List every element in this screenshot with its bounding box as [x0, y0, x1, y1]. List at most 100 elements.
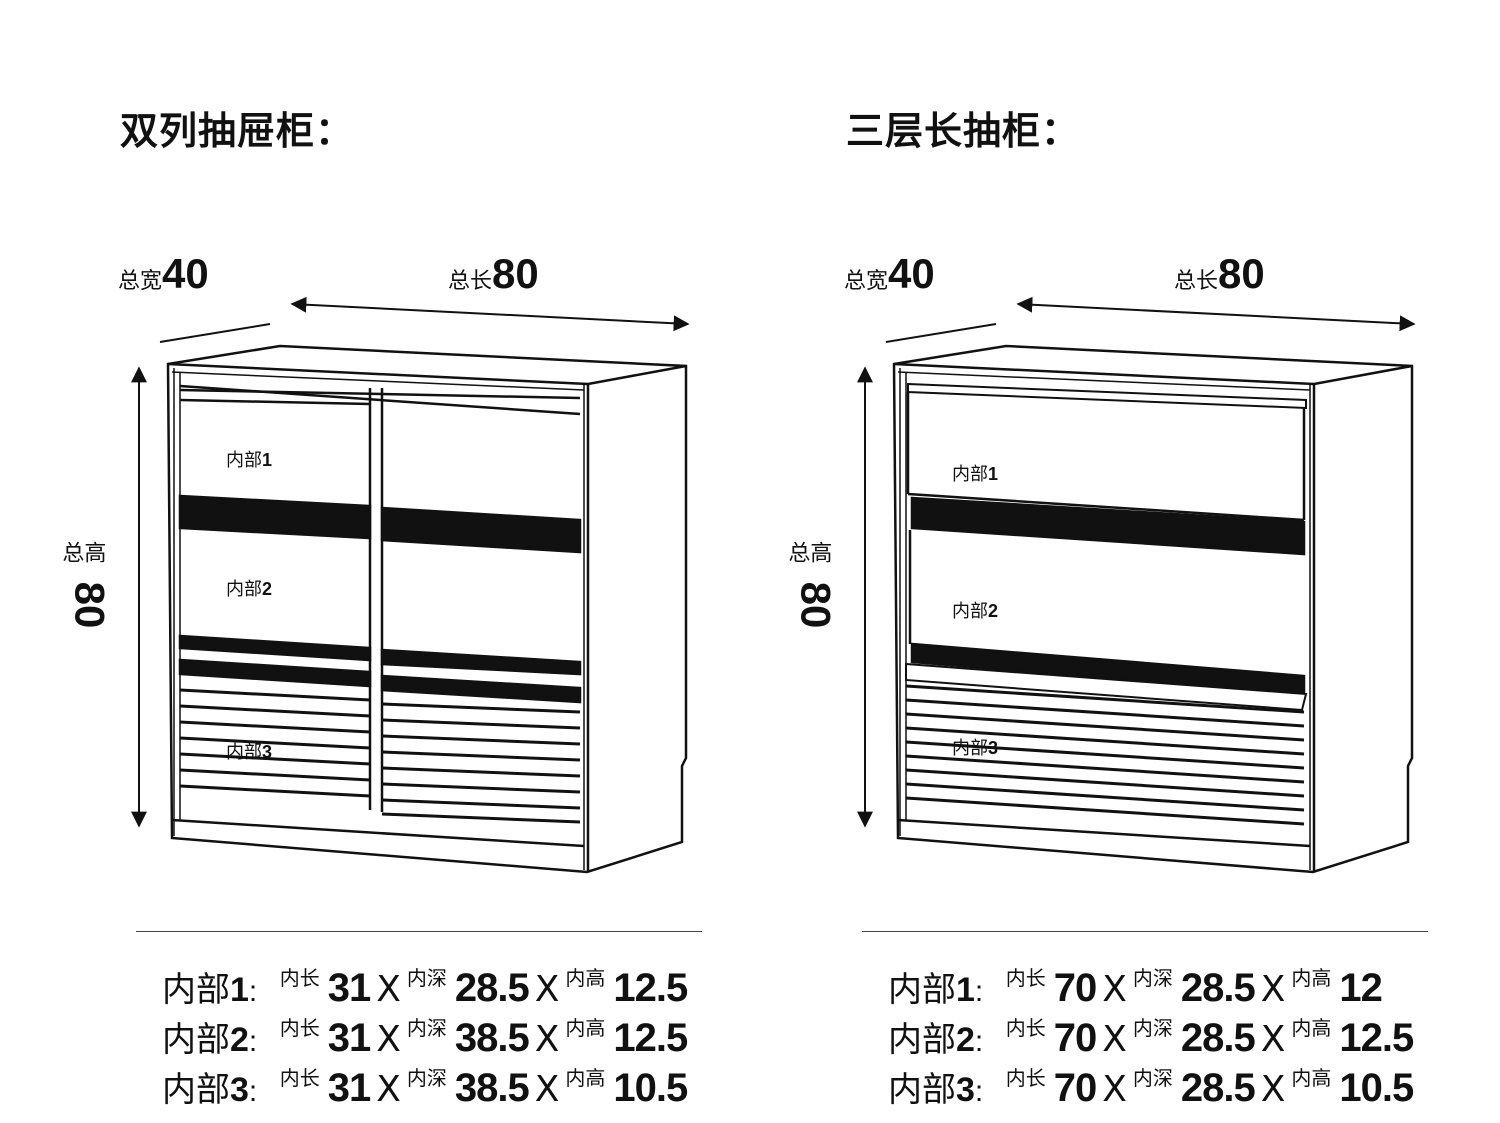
spec-length-value: 70	[1053, 1016, 1097, 1060]
spec-times-sign: X	[1102, 1019, 1127, 1060]
spec-depth-value: 28.5	[1180, 1066, 1256, 1110]
spec-length-label: 内长	[1005, 966, 1046, 990]
left-length-arrow	[290, 296, 690, 332]
spec-height-label: 内高	[1291, 1066, 1332, 1090]
spec-height-label: 内高	[1291, 966, 1332, 990]
left-width-label: 总宽	[118, 269, 163, 294]
right-drawer-label-2-num: 2	[988, 601, 999, 621]
spec-name-text: 内部	[162, 970, 230, 1010]
left-drawer-label-3-num: 3	[262, 742, 273, 762]
right-cabinet-body	[892, 344, 1414, 874]
spec-depth-label: 内深	[1132, 1016, 1173, 1040]
right-divider	[862, 931, 1428, 932]
right-cabinet-title: 三层长抽柜：	[846, 109, 1081, 153]
spec-colon: :	[248, 975, 258, 1008]
spec-name-num: 3	[956, 1071, 975, 1109]
spec-height-value: 12.5	[613, 1016, 688, 1060]
spec-height-label: 内高	[1291, 1016, 1332, 1040]
spec-depth-value: 28.5	[1180, 966, 1256, 1010]
right-drawer-label-3: 内部3	[952, 734, 998, 760]
left-drawer-label-2-prefix: 内部	[226, 579, 262, 600]
right-cabinet	[857, 296, 1416, 874]
spec-length-value: 70	[1053, 1066, 1097, 1110]
spec-length-label: 内长	[279, 966, 320, 990]
left-drawer-label-1: 内部1	[226, 446, 272, 472]
left-drawer-label-1-prefix: 内部	[226, 450, 262, 471]
right-length-value: 80	[1218, 250, 1265, 297]
left-drawer-gap-1	[178, 494, 372, 540]
left-width-line	[159, 323, 271, 343]
spec-depth-label: 内深	[406, 1066, 447, 1090]
left-drawer-label-3-prefix: 内部	[226, 742, 262, 763]
left-drawer-label-2: 内部2	[226, 575, 272, 601]
spec-times-sign: X	[376, 1069, 401, 1110]
spec-times-sign: X	[1260, 969, 1286, 1010]
spec-colon: :	[974, 1075, 984, 1108]
spec-colon: :	[248, 1075, 258, 1108]
left-drawer-label-3: 内部3	[226, 738, 272, 764]
spec-name-num: 3	[230, 1071, 249, 1109]
right-drawer-label-2-prefix: 内部	[952, 601, 988, 622]
spec-name-text: 内部	[162, 1070, 230, 1110]
left-drawer-gap-2	[380, 506, 582, 554]
spec-times-sign: X	[1102, 1069, 1127, 1110]
spec-depth-label: 内深	[1132, 1066, 1173, 1090]
left-cabinet	[131, 296, 690, 874]
spec-depth-value: 28.5	[1180, 1016, 1256, 1060]
spec-height-value: 10.5	[1339, 1066, 1414, 1110]
right-drawer-label-2: 内部2	[952, 597, 998, 623]
left-cabinet-title: 双列抽屉柜：	[120, 109, 355, 153]
left-length-value: 80	[492, 250, 539, 297]
spec-height-label: 内高	[565, 966, 606, 990]
right-width-label: 总宽	[844, 269, 889, 294]
spec-colon: :	[974, 975, 984, 1008]
spec-name: 内部2	[162, 1020, 249, 1060]
right-drawer-gap-1	[910, 496, 1306, 556]
spec-times-sign: X	[1260, 1019, 1286, 1060]
right-length-dimension: 总长80	[1174, 250, 1265, 298]
spec-length-label: 内长	[279, 1066, 320, 1090]
spec-height-label: 内高	[565, 1016, 606, 1040]
spec-height-value: 10.5	[613, 1066, 688, 1110]
spec-times-sign: X	[534, 1019, 560, 1060]
left-top-front-edge	[167, 362, 589, 386]
right-drawer-label-3-num: 3	[988, 738, 999, 758]
spec-times-sign: X	[376, 969, 401, 1010]
right-drawer-label-1-prefix: 内部	[952, 464, 988, 485]
spec-times-sign: X	[376, 1019, 401, 1060]
spec-length-value: 31	[327, 1016, 371, 1060]
left-divider	[136, 931, 702, 932]
spec-depth-label: 内深	[406, 1016, 447, 1040]
spec-length-value: 31	[327, 1066, 371, 1110]
spec-times-sign: X	[1102, 969, 1127, 1010]
right-length-arrow	[1016, 296, 1416, 332]
spec-length-label: 内长	[1005, 1066, 1046, 1090]
spec-name-text: 内部	[888, 1070, 956, 1110]
spec-name-text: 内部	[888, 970, 956, 1010]
spec-colon: :	[974, 1025, 984, 1058]
spec-height-label: 内高	[565, 1066, 606, 1090]
spec-length-label: 内长	[279, 1016, 320, 1040]
left-cabinet-body	[166, 344, 688, 874]
spec-height-value: 12	[1339, 966, 1382, 1010]
left-length-label: 总长	[448, 269, 493, 294]
left-drawer-label-2-num: 2	[262, 579, 273, 599]
spec-depth-value: 38.5	[454, 1066, 530, 1110]
right-length-label: 总长	[1174, 269, 1219, 294]
spec-name-text: 内部	[162, 1020, 230, 1060]
spec-name: 内部3	[162, 1070, 249, 1110]
spec-name-text: 内部	[888, 1020, 956, 1060]
spec-colon: :	[248, 1025, 258, 1058]
spec-name: 内部2	[888, 1020, 975, 1060]
left-drawer-label-1-num: 1	[262, 450, 273, 470]
spec-length-label: 内长	[1005, 1016, 1046, 1040]
